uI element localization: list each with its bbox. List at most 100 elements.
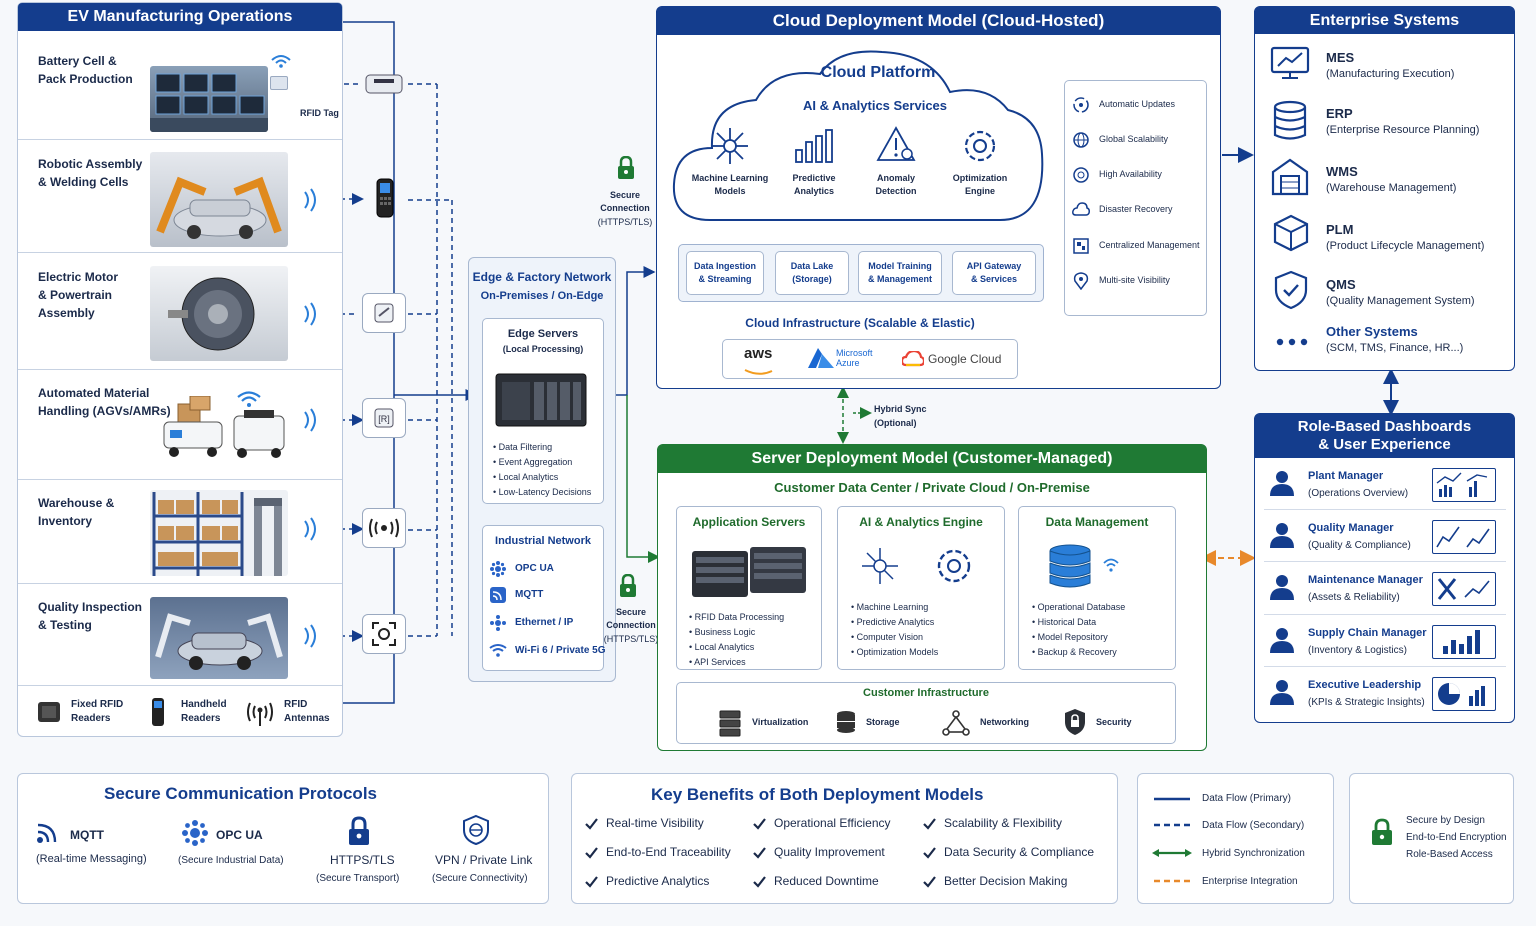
station-quality: Quality Inspection & Testing [38, 600, 143, 632]
mes-icon [1270, 46, 1310, 85]
role-divider [1264, 509, 1506, 510]
customer-infra-title: Customer Infrastructure [863, 687, 989, 699]
azure-icon [806, 348, 834, 373]
update-icon [1072, 96, 1090, 116]
motor-image [150, 266, 288, 361]
lock-icon [618, 573, 638, 603]
check-icon [922, 817, 936, 836]
wms-warehouse-icon [1271, 158, 1309, 201]
ai-engine-list: Machine Learning Predictive Analytics Co… [851, 600, 1001, 660]
dashboard-chart-icon[interactable] [1432, 625, 1496, 659]
infra-virtualization: Virtualization [752, 717, 809, 727]
network-icon [942, 710, 970, 741]
ai-service-optimization: Optimization Engine [952, 173, 1008, 196]
google-cloud-icon [900, 349, 926, 372]
data-box-api: API Gateway & Services [952, 251, 1036, 295]
data-box-datalake: Data Lake (Storage) [775, 251, 849, 295]
svg-text:[R]: [R] [378, 414, 390, 424]
handheld-device-icon [362, 178, 406, 218]
edge-servers-sub: (Local Processing) [502, 344, 584, 354]
edge-item: Event Aggregation [493, 455, 603, 470]
check-icon [922, 875, 936, 894]
ai-engine-item: Machine Learning [851, 600, 1001, 615]
user-icon [1268, 469, 1296, 502]
provider-azure: Microsoft Azure [836, 348, 873, 368]
provider-aws: aws [744, 345, 773, 362]
protocol-https-desc: (Secure Transport) [316, 873, 400, 884]
antenna-device-icon [362, 508, 406, 548]
wifi-icon [270, 52, 292, 73]
user-icon [1268, 626, 1296, 659]
more-icon [1276, 334, 1308, 352]
edge-item: Data Filtering [493, 440, 603, 455]
role-name: Quality Manager [1308, 522, 1394, 534]
antenna-icon [246, 698, 274, 731]
station-battery: Battery Cell & Pack Production [38, 54, 133, 86]
gear-icon [960, 126, 1000, 171]
security-line-1: Secure by Design [1406, 815, 1485, 826]
server-rack-icon [690, 545, 810, 606]
system-erp-name: ERP [1326, 106, 1353, 121]
dashboard-chart-icon[interactable] [1432, 572, 1496, 606]
data-mgmt-item: Model Repository [1032, 630, 1174, 645]
signal-waves-icon [302, 517, 318, 546]
edge-title: Edge & Factory Network [472, 270, 612, 284]
lock-icon [346, 816, 372, 851]
sensor-device-icon [362, 293, 406, 333]
ai-service-predictive: Predictive Analytics [792, 173, 836, 196]
agv-reader-device-icon: [R] [362, 398, 406, 438]
role-desc: (KPIs & Strategic Insights) [1308, 697, 1425, 708]
dashboards-title: Role-Based Dashboards & User Experience [1255, 414, 1514, 458]
legend-enterprise: Enterprise Integration [1202, 876, 1298, 887]
warehouse-image [150, 490, 288, 576]
fixed-reader-icon [36, 700, 62, 729]
benefit-item: Real-time Visibility [606, 816, 704, 830]
check-icon [584, 875, 598, 894]
rfid-tag-label: RFID Tag [300, 108, 339, 118]
dashboards-panel: Role-Based Dashboards & User Experience [1254, 413, 1515, 723]
ai-services-title: AI & Analytics Services [802, 98, 948, 113]
legend-fixed-readers: Fixed RFID Readers [71, 699, 124, 724]
benefits-title: Key Benefits of Both Deployment Models [651, 785, 984, 804]
anomaly-icon [876, 126, 916, 169]
protocol-mqtt: MQTT [70, 828, 104, 842]
user-icon [1268, 573, 1296, 606]
wifi-icon [489, 643, 507, 662]
system-qms-desc: (Quality Management System) [1326, 295, 1475, 307]
infra-security: Security [1096, 717, 1132, 727]
benefit-item: Data Security & Compliance [944, 845, 1095, 859]
ev-operations-title: EV Manufacturing Operations [18, 3, 342, 31]
protocol-https: HTTPS/TLS [330, 853, 395, 867]
wifi-icon [1102, 556, 1120, 579]
security-line-2: End-to-End Encryption [1406, 832, 1507, 843]
app-server-item: Business Logic [689, 625, 819, 640]
agv-image [160, 396, 290, 460]
battery-image [150, 66, 268, 132]
scanner-device-icon [362, 614, 406, 654]
dashboard-chart-icon[interactable] [1432, 520, 1496, 554]
dashboard-chart-icon[interactable] [1432, 677, 1496, 711]
dashboard-chart-icon[interactable] [1432, 468, 1496, 502]
legend-handheld-readers: Handheld Readers [181, 699, 227, 724]
secure-connection-top: Secure Connection [600, 190, 650, 213]
gear-icon [934, 546, 974, 591]
dashboard-icon [1072, 237, 1090, 257]
check-icon [584, 817, 598, 836]
system-mes-name: MES [1326, 50, 1355, 65]
quality-image [150, 597, 288, 679]
signal-waves-icon [302, 624, 318, 653]
availability-icon [1072, 166, 1090, 186]
role-name: Maintenance Manager [1308, 574, 1423, 586]
rfid-tag-icon [270, 76, 288, 90]
station-motor: Electric Motor & Powertrain Assembly [38, 270, 119, 320]
role-desc: (Assets & Reliability) [1308, 592, 1400, 603]
ai-engine-title: AI & Analytics Engine [859, 515, 983, 529]
infra-networking: Networking [980, 717, 1030, 727]
handheld-reader-icon [146, 696, 168, 733]
ml-models-icon [710, 126, 750, 171]
benefit-item: Reduced Downtime [774, 874, 879, 888]
system-qms-name: QMS [1326, 277, 1356, 292]
network-item-wifi: Wi-Fi 6 / Private 5G [515, 645, 606, 656]
cloud-platform-title: Cloud Platform [820, 64, 936, 81]
